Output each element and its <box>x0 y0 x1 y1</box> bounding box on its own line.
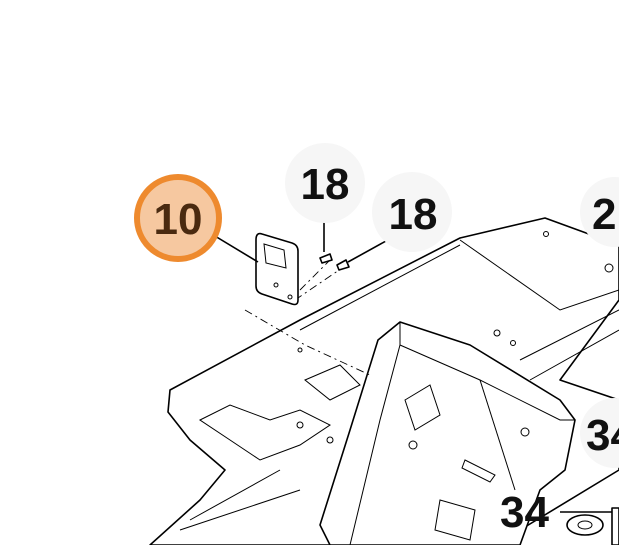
callout-halo <box>372 172 452 252</box>
callout-halo <box>580 177 619 247</box>
callout-label-2[interactable]: 2 <box>592 190 616 239</box>
callout-halo <box>285 143 365 223</box>
cover-plate <box>244 232 371 376</box>
callout-halo <box>580 398 619 468</box>
frame-drawing <box>149 217 619 545</box>
callout-label-10[interactable]: 10 <box>154 195 203 244</box>
callout-10-highlight[interactable] <box>134 174 222 262</box>
callout-label-18[interactable]: 18 <box>301 160 350 209</box>
callout-label-18[interactable]: 18 <box>389 190 438 239</box>
callout-label-34[interactable]: 34 <box>500 488 549 537</box>
callout-label-34[interactable]: 34 <box>586 411 619 460</box>
